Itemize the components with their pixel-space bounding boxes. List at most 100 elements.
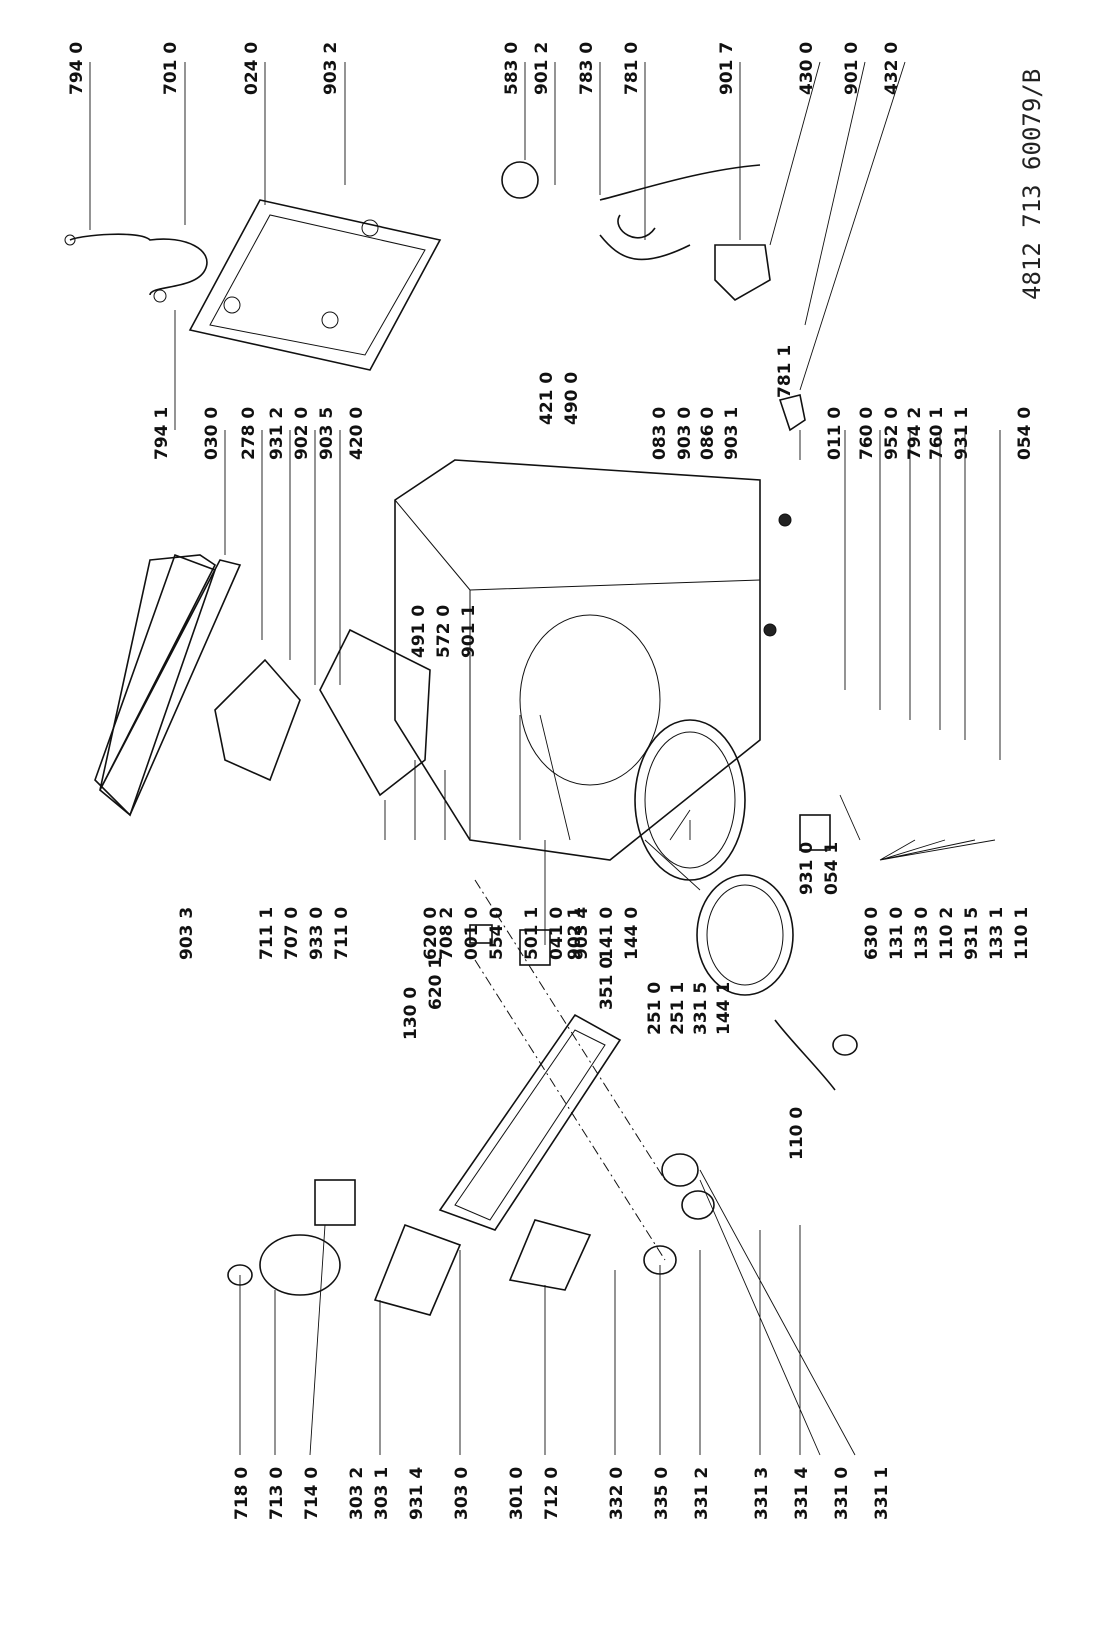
part-label: 901 1 bbox=[459, 605, 479, 658]
part-label: 303 2 bbox=[347, 1467, 367, 1520]
badge-part bbox=[314, 1179, 356, 1226]
part-label: 331 0 bbox=[832, 1467, 852, 1520]
doc-number: 4812 713 60079/B bbox=[1018, 69, 1046, 300]
door-seal-part bbox=[634, 719, 746, 881]
cabinet-edge bbox=[394, 499, 761, 840]
filter-part bbox=[778, 394, 806, 432]
part-label: 903 3 bbox=[177, 907, 197, 960]
part-label: 131 0 bbox=[887, 907, 907, 960]
part-label: 554 0 bbox=[487, 907, 507, 960]
door-seal-inner bbox=[644, 731, 736, 869]
part-label: 620 0 bbox=[421, 907, 441, 960]
sump-hose-part bbox=[599, 214, 691, 261]
part-label: 931 4 bbox=[407, 1467, 427, 1520]
door-opening bbox=[519, 614, 661, 786]
rear-panel-part bbox=[188, 199, 442, 371]
part-label: 144 1 bbox=[714, 982, 734, 1035]
part-label: 420 0 bbox=[347, 407, 367, 460]
label-group-top-right: 583 0 901 2 783 0 781 0 901 7 430 0 901 … bbox=[502, 42, 902, 95]
part-label: 432 0 bbox=[882, 42, 902, 95]
part-label: 714 0 bbox=[302, 1467, 322, 1520]
control-panel-part bbox=[438, 1013, 622, 1231]
label-group-bottom-left: 718 0 713 0 714 0 303 2 303 1 931 4 303 … bbox=[232, 1467, 892, 1520]
hose-washer bbox=[153, 289, 167, 303]
rear-panel-hole bbox=[361, 219, 379, 237]
part-label: 572 0 bbox=[434, 605, 454, 658]
part-label: 303 1 bbox=[372, 1467, 392, 1520]
cabinet-part bbox=[394, 459, 761, 861]
part-label: 331 5 bbox=[691, 982, 711, 1035]
label-group-mid-upper: 794 1 030 0 278 0 931 2 902 0 903 5 420 … bbox=[152, 345, 1035, 460]
pulley-part bbox=[501, 161, 539, 199]
part-label: 491 0 bbox=[409, 605, 429, 658]
part-label: 030 0 bbox=[202, 407, 222, 460]
label-group-bottom-mid: 620 0 130 0 620 1 902 1 351 0 251 0 251 … bbox=[401, 907, 807, 1160]
part-label: 278 0 bbox=[239, 407, 259, 460]
part-label: 144 0 bbox=[622, 907, 642, 960]
part-label: 141 0 bbox=[597, 907, 617, 960]
part-label: 133 1 bbox=[987, 907, 1007, 960]
switch-part bbox=[469, 924, 493, 944]
part-label: 024 0 bbox=[242, 42, 262, 95]
top-cover-part bbox=[98, 554, 242, 817]
knob-part bbox=[681, 1190, 715, 1220]
hose-end bbox=[64, 234, 76, 246]
part-label: 054 0 bbox=[1015, 407, 1035, 460]
selector-part bbox=[259, 1234, 341, 1296]
rear-panel-hole bbox=[321, 311, 339, 329]
latch-part bbox=[832, 1034, 858, 1056]
part-label: 110 2 bbox=[937, 907, 957, 960]
part-label: 301 0 bbox=[507, 1467, 527, 1520]
part-label: 903 2 bbox=[321, 42, 341, 95]
part-label: 303 0 bbox=[452, 1467, 472, 1520]
part-label: 794 0 bbox=[67, 42, 87, 95]
hinge-part bbox=[799, 814, 831, 851]
part-label: 781 1 bbox=[775, 345, 795, 398]
control-box-part bbox=[319, 628, 431, 797]
part-label: 933 0 bbox=[307, 907, 327, 960]
part-label: 707 0 bbox=[282, 907, 302, 960]
part-label: 760 0 bbox=[857, 407, 877, 460]
part-label: 711 1 bbox=[257, 907, 277, 960]
part-label: 041 0 bbox=[547, 907, 567, 960]
part-label: 501 1 bbox=[522, 907, 542, 960]
part-label: 490 0 bbox=[562, 372, 582, 425]
knob-part bbox=[661, 1153, 699, 1187]
part-label: 901 7 bbox=[717, 42, 737, 95]
part-label: 903 1 bbox=[722, 407, 742, 460]
pcb-part bbox=[214, 658, 301, 782]
part-label: 421 0 bbox=[537, 372, 557, 425]
part-label: 931 1 bbox=[952, 407, 972, 460]
door-ring-inner bbox=[706, 884, 784, 986]
rear-panel-inner bbox=[209, 214, 426, 356]
rear-panel-hole bbox=[223, 296, 241, 314]
part-label: 783 0 bbox=[577, 42, 597, 95]
label-group-top-left: 794 0 701 0 024 0 903 2 bbox=[67, 42, 341, 95]
part-label: 130 0 bbox=[401, 987, 421, 1040]
part-label: 931 2 bbox=[267, 407, 287, 460]
filter-unit-part bbox=[519, 929, 551, 966]
part-label: 351 0 bbox=[597, 957, 617, 1010]
part-label: 781 0 bbox=[622, 42, 642, 95]
part-label: 931 0 bbox=[797, 842, 817, 895]
part-label: 931 5 bbox=[962, 907, 982, 960]
part-label: 086 0 bbox=[698, 407, 718, 460]
fastener-part bbox=[778, 513, 792, 527]
part-label: 001 0 bbox=[462, 907, 482, 960]
part-label: 901 0 bbox=[842, 42, 862, 95]
part-label: 620 1 bbox=[426, 957, 446, 1010]
part-label: 083 0 bbox=[650, 407, 670, 460]
part-label: 331 1 bbox=[872, 1467, 892, 1520]
assembly-line bbox=[474, 959, 666, 1261]
part-label: 901 2 bbox=[532, 42, 552, 95]
part-label: 335 0 bbox=[652, 1467, 672, 1520]
part-label: 712 0 bbox=[542, 1467, 562, 1520]
part-label: 794 2 bbox=[905, 407, 925, 460]
part-label: 133 0 bbox=[912, 907, 932, 960]
part-label: 110 1 bbox=[1012, 907, 1032, 960]
part-label: 054 1 bbox=[822, 842, 842, 895]
inlet-hose-part bbox=[69, 233, 208, 296]
part-label: 332 0 bbox=[607, 1467, 627, 1520]
